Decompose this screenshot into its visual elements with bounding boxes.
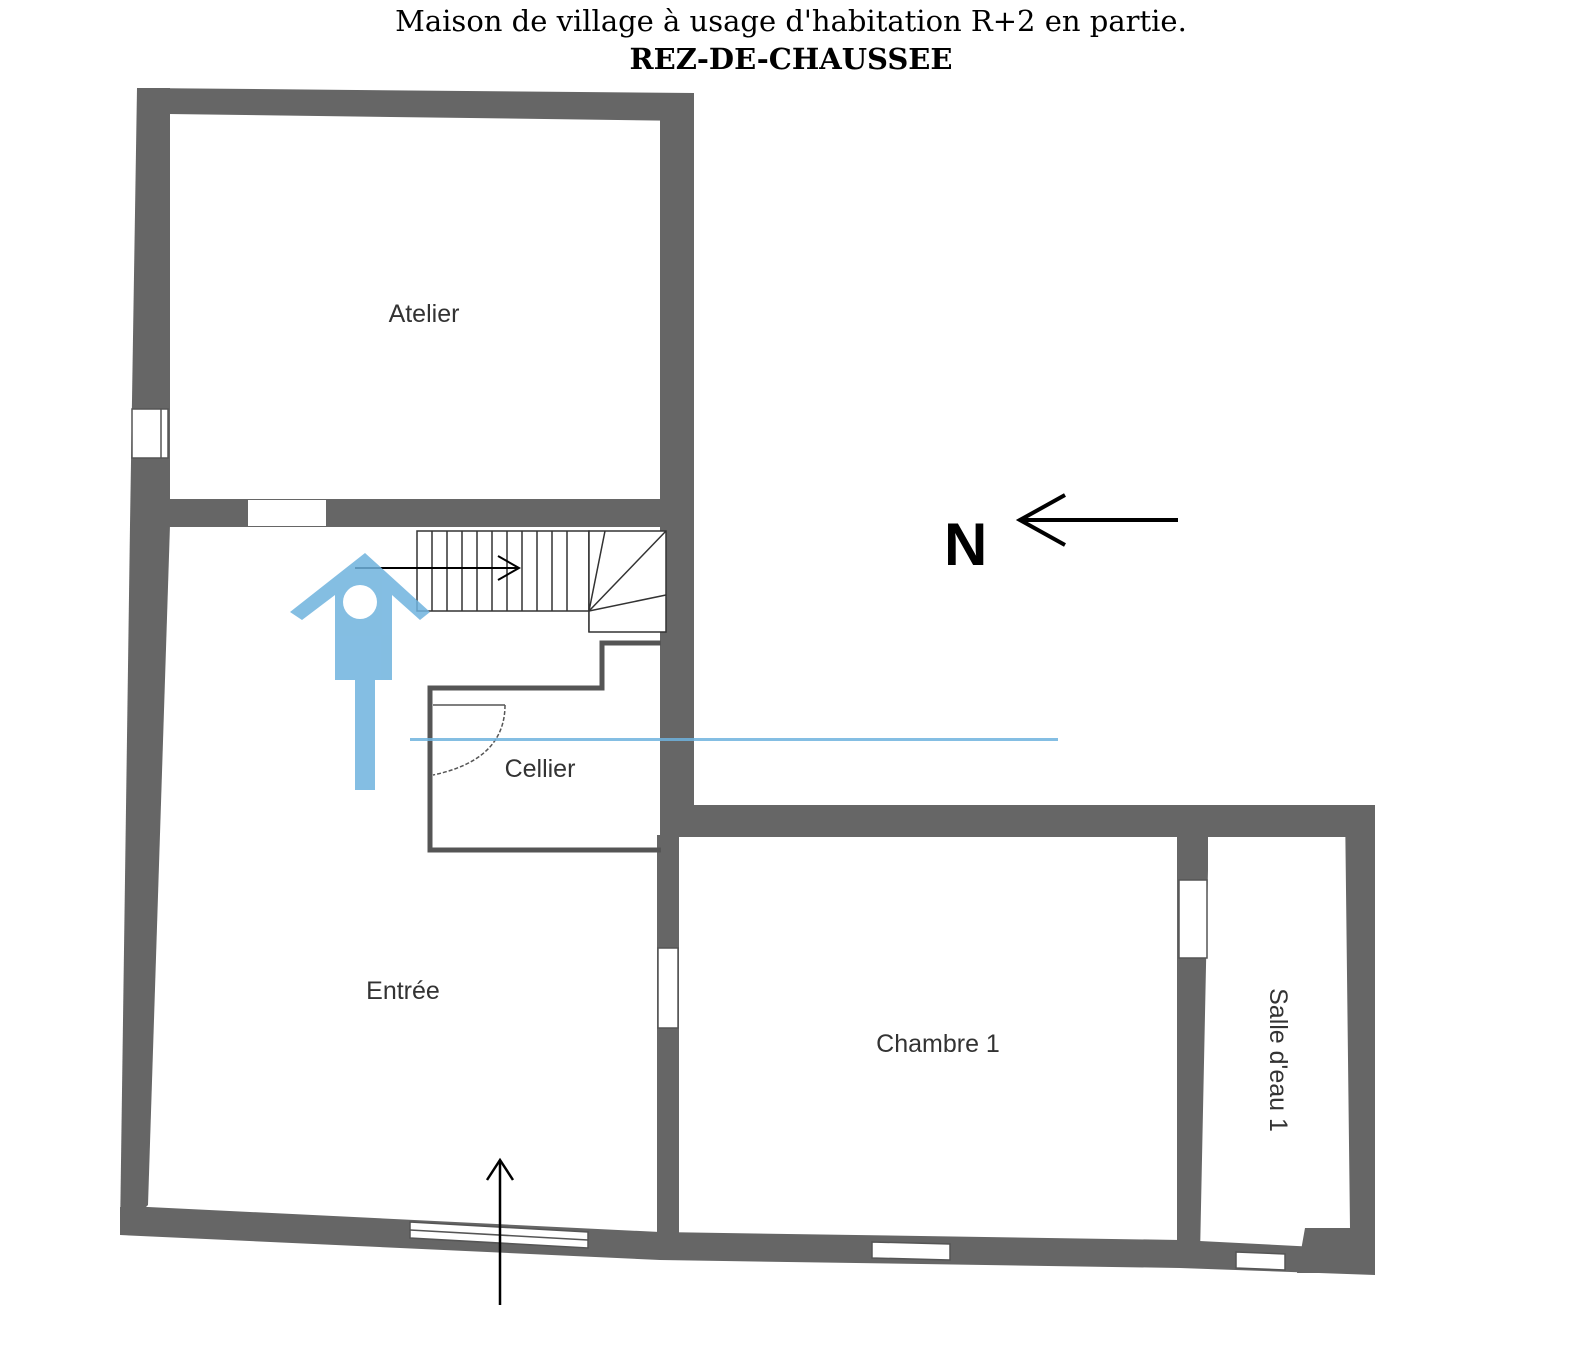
wall-atelier-bottom: [165, 499, 665, 527]
cellier-outline: [427, 640, 661, 853]
room-label-atelier: Atelier: [389, 300, 460, 328]
wall-entree-chambre: [657, 835, 679, 1235]
door-atelier: [248, 500, 326, 526]
cellier-walls: [427, 640, 661, 853]
room-label-salle-deau-1: Salle d'eau 1: [1264, 988, 1292, 1132]
plan-subtitle: REZ-DE-CHAUSSEE: [629, 42, 953, 76]
wall-right-top: [660, 805, 1375, 837]
room-label-cellier: Cellier: [505, 755, 576, 783]
wall-top: [137, 88, 694, 121]
wall-left: [120, 88, 170, 1233]
window-atelier-left: [131, 408, 169, 459]
wall-atelier-right: [660, 93, 694, 805]
plan-title: Maison de village à usage d'habitation R…: [395, 4, 1187, 38]
cellier-door: [432, 704, 506, 776]
wall-far-right: [1297, 805, 1375, 1273]
north-label: N: [944, 511, 987, 578]
house-key-icon: [290, 553, 1058, 790]
wall-bottom-left: [120, 1207, 660, 1260]
door-entree-chambre: [657, 947, 679, 1029]
window-chambre-bottom: [871, 1241, 951, 1261]
room-label-entree: Entrée: [366, 977, 440, 1005]
wall-bottom-right: [660, 1232, 1375, 1275]
entrance-arrow: [485, 1157, 515, 1305]
openings: [131, 408, 1286, 1271]
staircase: [355, 530, 667, 633]
window-sde-bottom: [1235, 1251, 1286, 1271]
room-label-chambre-1: Chambre 1: [876, 1030, 1000, 1058]
watermark-line: [410, 738, 1058, 741]
north-arrow: [1015, 493, 1178, 547]
door-chambre-sde: [1178, 879, 1208, 959]
walls: [120, 88, 1375, 1275]
